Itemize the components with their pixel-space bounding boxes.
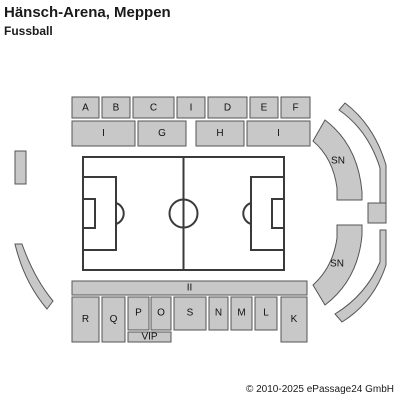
block-i-right-label: I bbox=[277, 128, 280, 139]
block-h-label: H bbox=[216, 128, 223, 139]
block-i-left[interactable]: I bbox=[71, 120, 136, 147]
block-i-top[interactable]: I bbox=[176, 96, 206, 119]
block-sn-upper[interactable]: SN bbox=[312, 119, 363, 201]
block-i-right[interactable]: I bbox=[246, 120, 311, 147]
block-g-label: G bbox=[158, 128, 166, 139]
block-ii[interactable]: II bbox=[71, 280, 308, 296]
block-o[interactable]: O bbox=[150, 296, 172, 331]
block-sn-lower-label: SN bbox=[330, 259, 344, 270]
block-i-left-label: I bbox=[102, 128, 105, 139]
block-l[interactable]: L bbox=[254, 296, 278, 331]
block-n-label: N bbox=[215, 308, 222, 319]
block-q[interactable]: Q bbox=[101, 296, 126, 343]
block-r-label: R bbox=[82, 314, 89, 325]
block-e-label: E bbox=[261, 103, 268, 114]
block-s-label: S bbox=[187, 308, 194, 319]
block-f-label: F bbox=[292, 103, 298, 114]
event-type: Fussball bbox=[4, 24, 53, 38]
block-f[interactable]: F bbox=[280, 96, 311, 119]
block-left-curve[interactable] bbox=[14, 243, 54, 310]
block-k-label: K bbox=[291, 314, 298, 325]
block-d[interactable]: D bbox=[207, 96, 248, 119]
block-s[interactable]: S bbox=[173, 296, 207, 331]
block-vip[interactable]: VIP bbox=[127, 331, 172, 343]
block-b-label: B bbox=[113, 103, 120, 114]
block-a-label: A bbox=[82, 103, 89, 114]
block-i-top-label: I bbox=[190, 103, 193, 114]
block-n[interactable]: N bbox=[208, 296, 229, 331]
block-g[interactable]: G bbox=[137, 120, 187, 147]
block-h[interactable]: H bbox=[195, 120, 245, 147]
block-sn-upper-label: SN bbox=[331, 156, 345, 167]
block-c-label: C bbox=[150, 103, 157, 114]
venue-title: Hänsch-Arena, Meppen bbox=[4, 4, 171, 21]
football-pitch bbox=[82, 156, 285, 271]
block-a[interactable]: A bbox=[71, 96, 100, 119]
block-vip-label: VIP bbox=[141, 332, 157, 343]
block-l-label: L bbox=[263, 308, 269, 319]
block-b[interactable]: B bbox=[101, 96, 131, 119]
block-d-label: D bbox=[224, 103, 231, 114]
block-sn-lower[interactable]: SN bbox=[312, 224, 363, 306]
block-ii-label: II bbox=[187, 283, 193, 294]
block-m-label: M bbox=[237, 308, 245, 319]
block-c[interactable]: C bbox=[132, 96, 175, 119]
block-p-label: P bbox=[135, 308, 142, 319]
block-q-label: Q bbox=[110, 314, 118, 325]
block-e[interactable]: E bbox=[249, 96, 279, 119]
block-r[interactable]: R bbox=[71, 296, 100, 343]
block-left-small[interactable] bbox=[14, 150, 27, 185]
block-p[interactable]: P bbox=[127, 296, 150, 331]
block-k[interactable]: K bbox=[280, 296, 308, 343]
block-right-outer-lower[interactable] bbox=[334, 229, 387, 323]
block-right-small[interactable] bbox=[367, 202, 387, 224]
copyright-notice: © 2010-2025 ePassage24 GmbH bbox=[245, 384, 394, 395]
block-m[interactable]: M bbox=[230, 296, 253, 331]
block-o-label: O bbox=[157, 308, 165, 319]
